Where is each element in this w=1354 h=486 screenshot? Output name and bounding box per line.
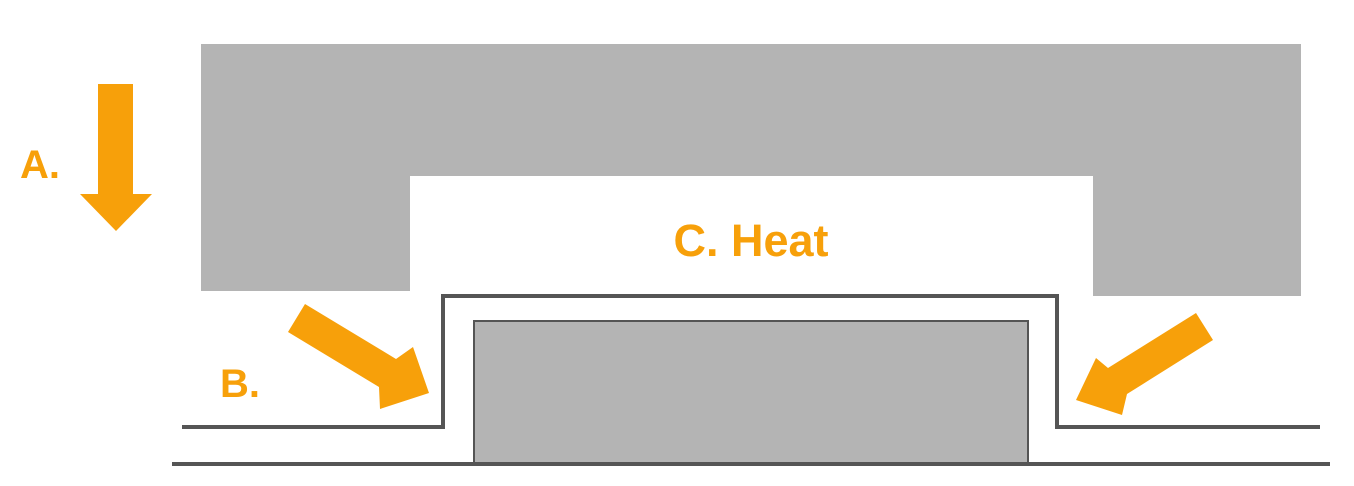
label-b: B. <box>220 362 260 406</box>
downward-arrow-icon <box>80 84 152 231</box>
left-diagonal-arrow-icon <box>288 304 429 409</box>
label-a: A. <box>20 143 60 187</box>
right-diagonal-arrow-icon <box>1076 313 1213 415</box>
lower-form-block <box>473 320 1029 464</box>
label-c-heat: C. Heat <box>673 215 828 266</box>
upper-press-block <box>201 44 1301 296</box>
sheet-profile <box>182 294 1320 429</box>
